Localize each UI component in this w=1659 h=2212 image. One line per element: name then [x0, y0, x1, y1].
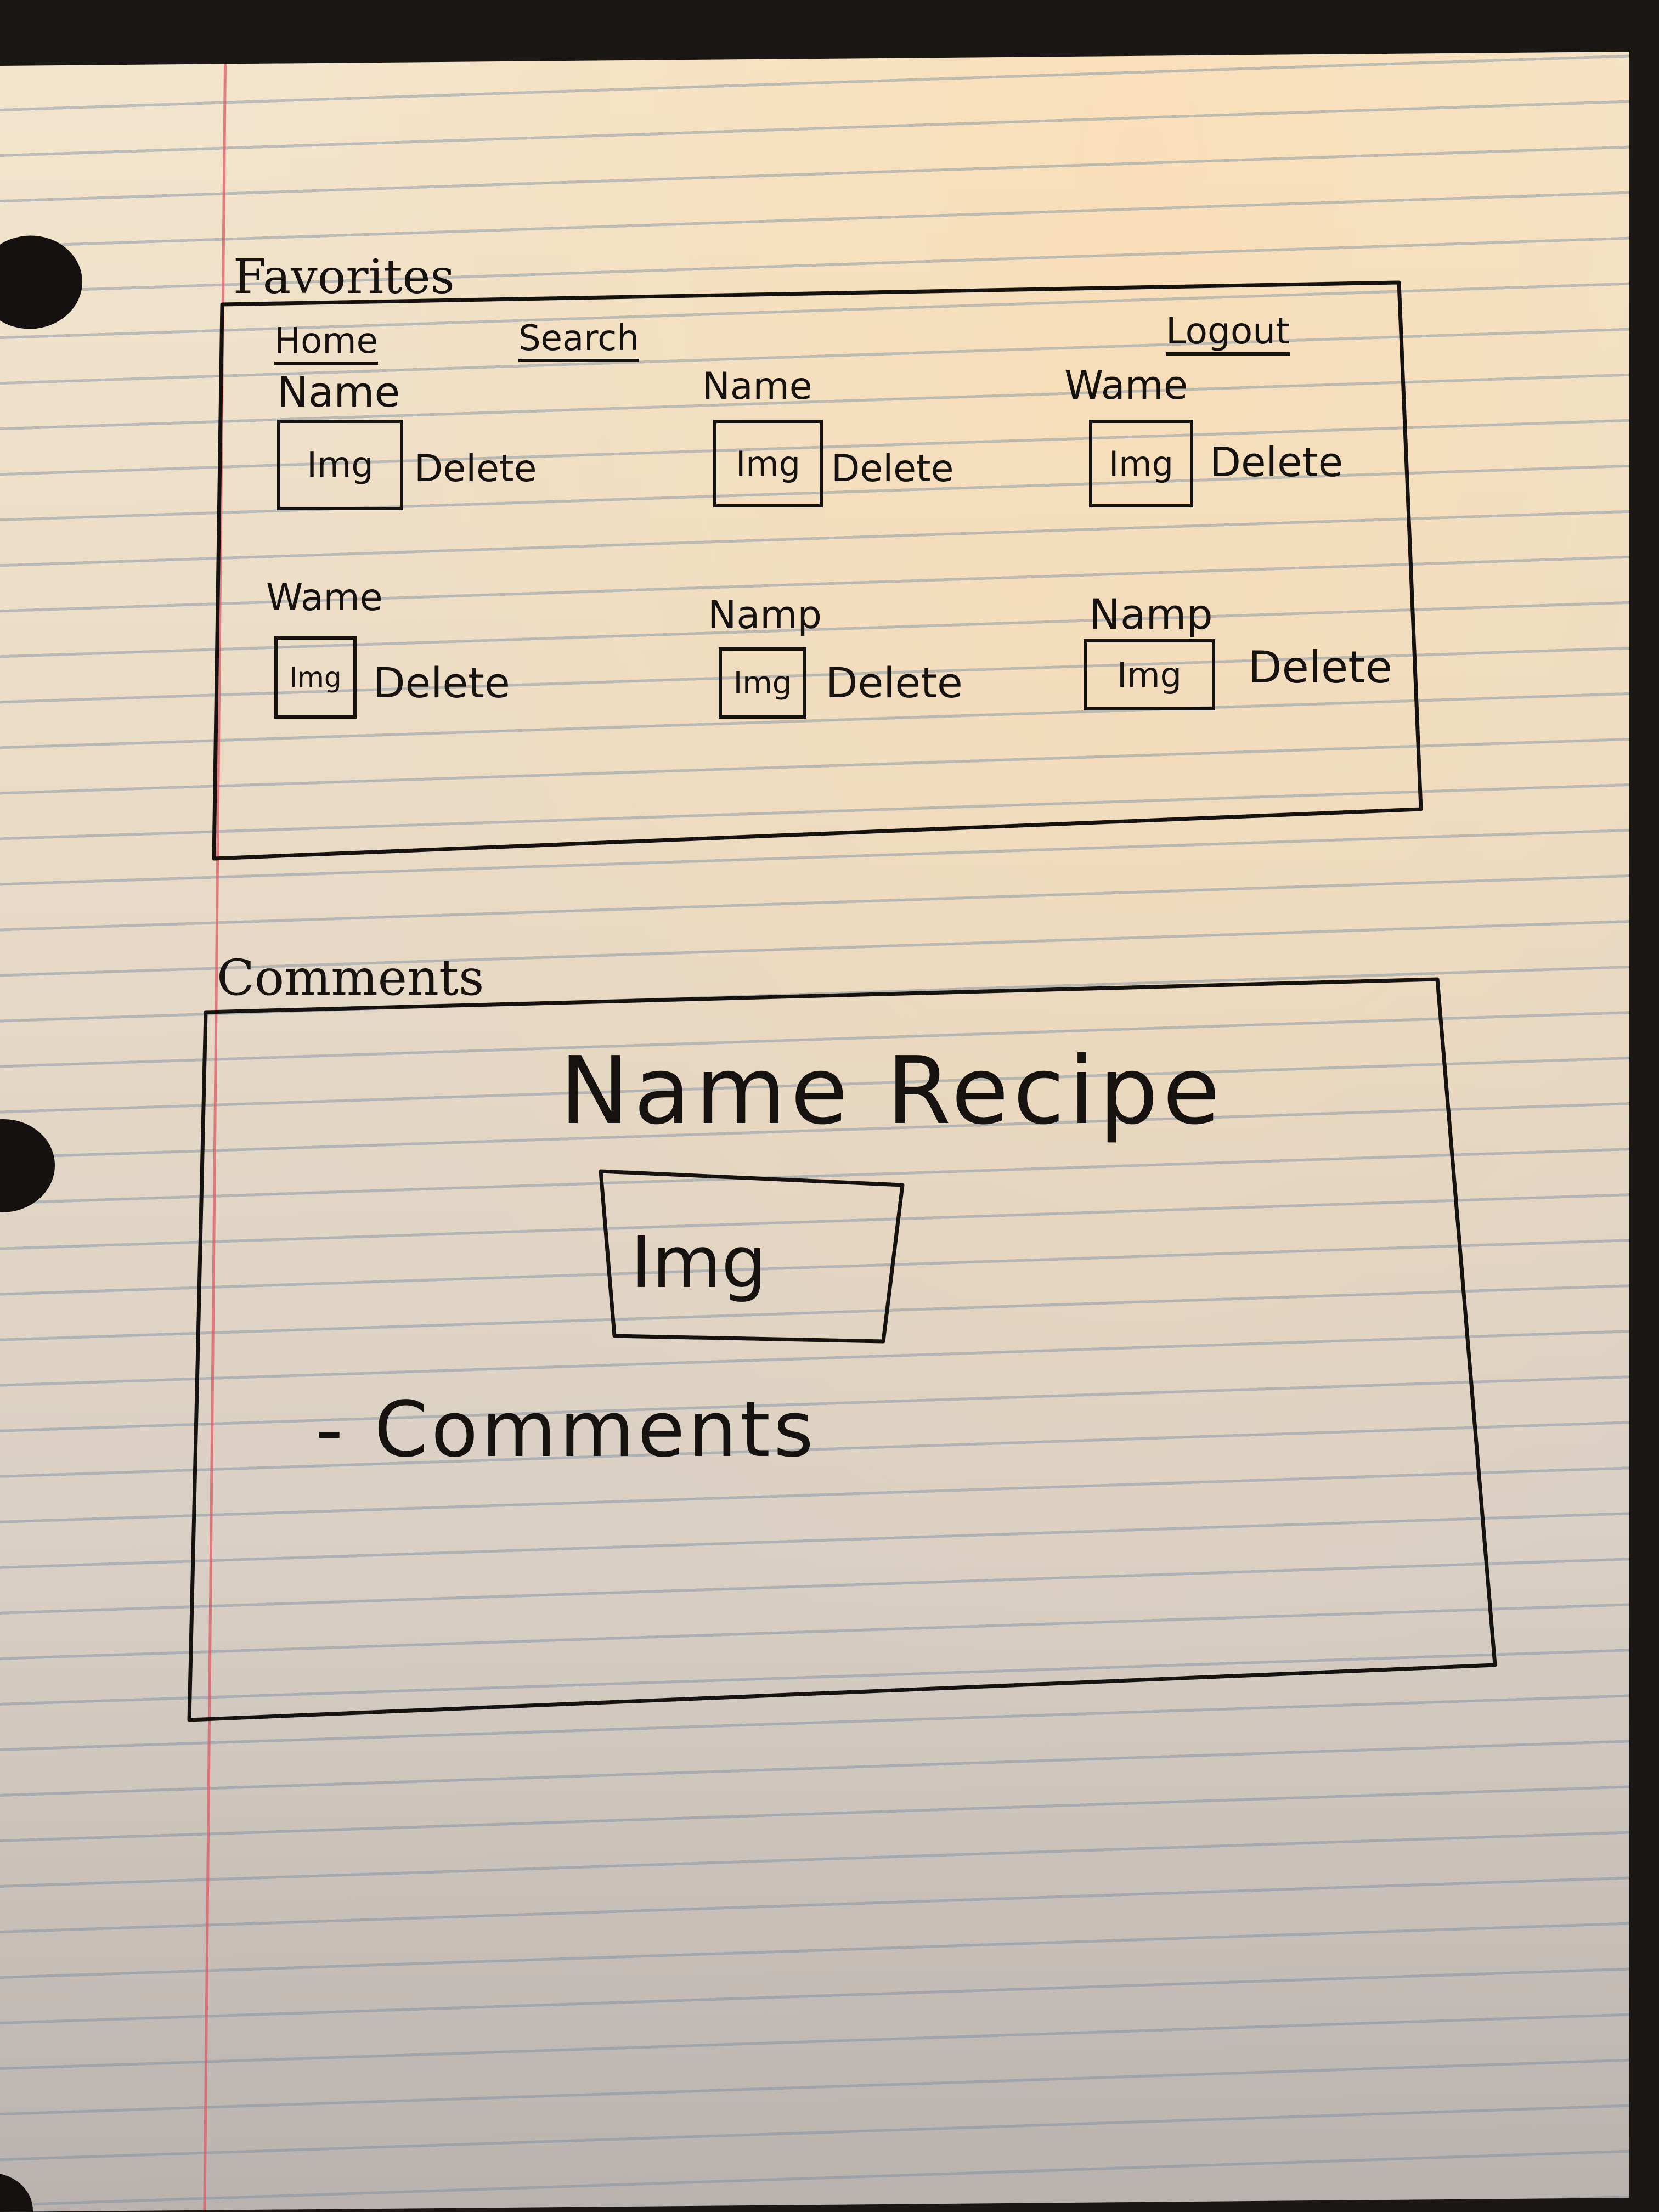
delete-button[interactable]: Delete — [831, 447, 954, 490]
favorite-image: Img — [713, 420, 823, 507]
comments-title: Comments — [217, 949, 484, 1007]
nav-logout-link[interactable]: Logout — [1166, 310, 1290, 356]
favorite-image: Img — [719, 647, 806, 719]
recipe-image: Img — [631, 1221, 767, 1304]
delete-button[interactable]: Delete — [826, 658, 963, 707]
comments-frame — [187, 977, 1497, 1722]
recipe-image-frame — [599, 1169, 905, 1344]
favorite-image: Img — [274, 636, 357, 719]
favorites-title: Favorites — [233, 250, 455, 304]
favorites-frame — [212, 280, 1423, 861]
favorite-name: Wame — [266, 576, 383, 619]
delete-button[interactable]: Delete — [373, 658, 510, 707]
favorite-name: Namp — [708, 592, 822, 637]
delete-button[interactable]: Delete — [1248, 642, 1392, 693]
favorite-image: Img — [1084, 639, 1215, 710]
nav-home-link[interactable]: Home — [274, 321, 378, 365]
favorite-name: Name — [277, 368, 400, 416]
delete-button[interactable]: Delete — [414, 447, 537, 490]
favorite-name: Namp — [1089, 590, 1213, 639]
comments-list: - Comments — [315, 1385, 817, 1475]
favorite-image: Img — [277, 420, 403, 510]
recipe-heading: Name Recipe — [560, 1037, 1224, 1146]
favorite-image: Img — [1089, 420, 1193, 507]
favorite-name: Name — [702, 365, 812, 408]
favorite-name: Wame — [1064, 362, 1188, 408]
nav-search-link[interactable]: Search — [518, 318, 639, 362]
delete-button[interactable]: Delete — [1210, 439, 1344, 486]
